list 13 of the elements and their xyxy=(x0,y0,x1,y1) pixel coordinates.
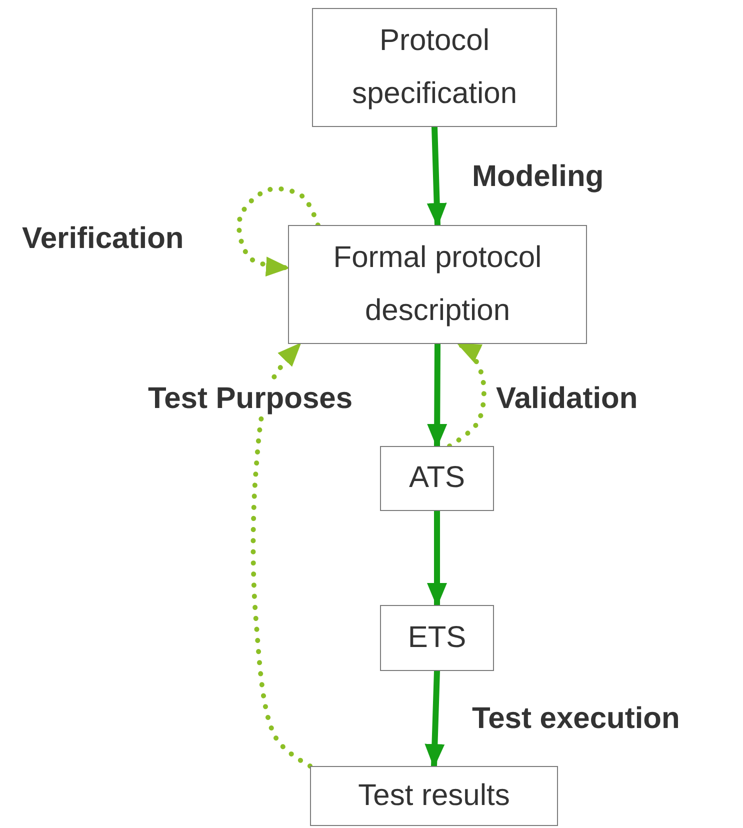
arrow xyxy=(447,342,486,448)
process-box xyxy=(288,225,587,344)
process-box xyxy=(310,766,558,826)
box-label: ATS xyxy=(408,460,466,496)
process-box xyxy=(380,605,494,671)
arrow xyxy=(250,342,312,768)
process-box xyxy=(380,446,494,511)
box-label: Formal protocol description xyxy=(332,240,543,328)
box-label: Test results xyxy=(357,778,511,814)
box-label: ETS xyxy=(406,620,468,656)
box-label: Protocol specification xyxy=(350,23,518,112)
process-box xyxy=(312,8,557,127)
arrow xyxy=(236,186,320,276)
